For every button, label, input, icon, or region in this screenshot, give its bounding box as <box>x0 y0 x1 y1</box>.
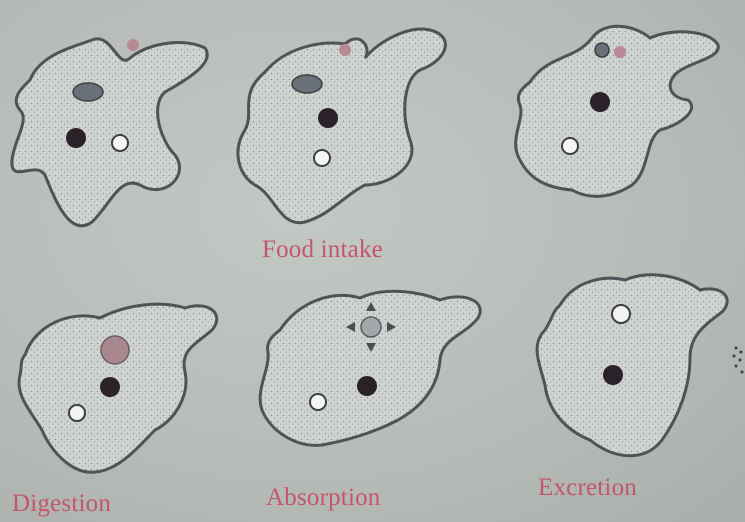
digesting-food-vacuole <box>101 336 129 364</box>
nucleus <box>590 92 610 112</box>
expelled-waste-dots <box>733 347 744 374</box>
contractile-vacuole <box>314 150 330 166</box>
label-excretion: Excretion <box>538 474 637 502</box>
amoeba-cell-body <box>238 29 445 223</box>
food-particle <box>339 44 351 56</box>
amoeba-stage-2 <box>238 29 445 223</box>
nucleus <box>318 108 338 128</box>
amoeba-cell-body <box>537 275 727 456</box>
contractile-vacuole <box>612 305 630 323</box>
absorbed-food-vacuole <box>361 317 381 337</box>
nucleus <box>603 365 623 385</box>
amoeba-cell-body <box>260 291 480 445</box>
amoeba-stage-1 <box>12 39 207 226</box>
nucleus <box>100 377 120 397</box>
label-absorption: Absorption <box>266 484 381 512</box>
food-vacuole <box>292 75 322 93</box>
amoeba-cell-body <box>12 39 207 226</box>
nucleus <box>66 128 86 148</box>
food-particle <box>614 46 626 58</box>
food-particle <box>595 43 609 57</box>
amoeba-stage-6 <box>537 275 743 456</box>
food-particle <box>127 39 139 51</box>
nucleus <box>357 376 377 396</box>
amoeba-stage-5 <box>260 291 480 445</box>
contractile-vacuole <box>112 135 128 151</box>
amoeba-stage-3 <box>516 26 719 196</box>
food-vacuole <box>73 83 103 101</box>
contractile-vacuole <box>69 405 85 421</box>
contractile-vacuole <box>562 138 578 154</box>
label-food-intake: Food intake <box>262 236 383 264</box>
amoeba-stage-4 <box>19 304 217 472</box>
contractile-vacuole <box>310 394 326 410</box>
label-digestion: Digestion <box>12 490 111 518</box>
